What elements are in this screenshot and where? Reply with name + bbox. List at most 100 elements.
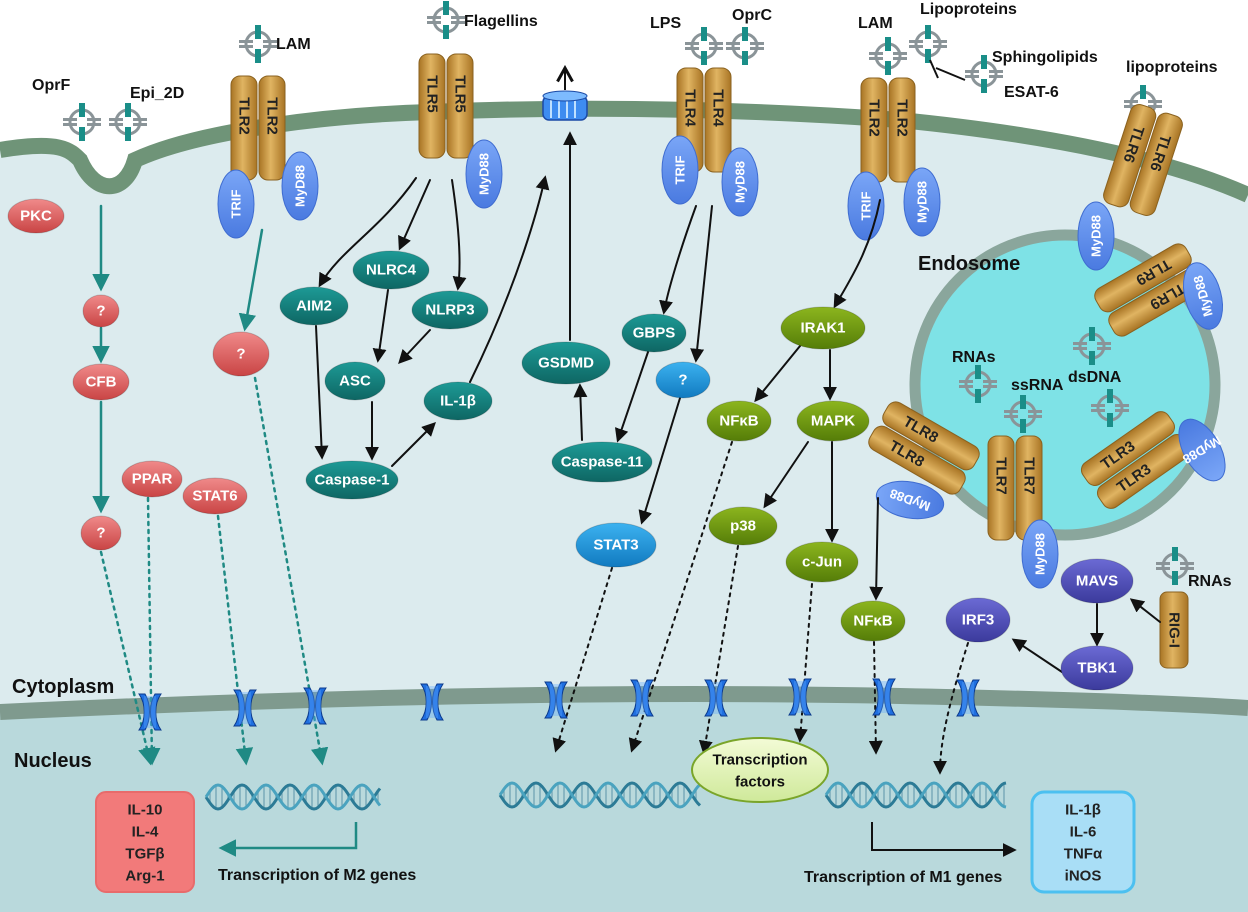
m1-gene-1: IL-1β [1065,802,1101,819]
arrow-irak1-to-nfkb [754,345,801,403]
receptor-tlr2-right-label-2: TLR2 [894,99,911,137]
node-caspase-1-label: Caspase-1 [314,472,389,489]
adaptor-myd88-2: MyD88 [465,139,503,209]
node-stat6: STAT6 [182,477,248,515]
node-stat3-label: STAT3 [593,537,638,554]
node-nlrp3-label: NLRP3 [425,302,474,319]
adaptor-trif-1: TRIF [217,169,255,239]
adaptor-myd88-7: MyD88 [875,480,945,520]
signaling-nodes: PKC?CFB?PPARSTAT6?AIM2NLRC4NLRP3ASCIL-1β… [7,198,1134,691]
adaptor-myd88-6: MyD88 [1183,262,1223,330]
arrow-gbps-to-caspase-11 [614,351,649,443]
node-irf3-label: IRF3 [962,612,995,629]
esat6-inhibition-bar [929,59,939,79]
dna-helix-icon-m1-right [824,781,1007,809]
arrow-nlrc4-to-asc [372,289,389,363]
rnas-endo-label: RNAs [952,349,996,366]
adaptor-myd88-8: MyD88 [1021,519,1059,589]
node-c-jun: c-Jun [785,541,859,583]
dna-strands [204,781,1007,811]
sphingolipids-label: Sphingolipids [992,49,1098,66]
dsdna-label: dsDNA [1068,369,1122,386]
node-unknown-3: ? [212,331,270,377]
nucleus-label: Nucleus [14,750,92,772]
ssrna-label: ssRNA [1011,377,1064,394]
arrow-tbk1-to-irf3 [1011,638,1063,673]
esat6-inhibition-line [935,67,966,81]
m1-gene-2: IL-6 [1070,824,1097,841]
arrow-tlr5-to-nlrp3 [451,179,467,291]
receptor-tlr2-left-label-2: TLR2 [264,97,281,135]
node-p38: p38 [708,506,778,546]
arrow-stat3-to-nucleus [552,567,613,753]
dna-helix-icon-m1-left [498,781,702,809]
node-nfkb-1-label: NFκB [719,413,758,430]
receptor-tlr7-label-2: TLR7 [1021,457,1038,495]
arrow-tlr4-to-unknown-4 [690,205,713,363]
node-asc: ASC [324,361,386,401]
node-cfb: CFB [72,363,130,401]
m2-transcription-arrow [218,822,358,857]
m1-output-box: IL-1β IL-6 TNFα iNOS [1030,790,1136,894]
receptor-tlr2-left-label-1: TLR2 [236,97,253,135]
node-ppar: PPAR [121,460,183,498]
endosome-label: Endosome [918,253,1020,275]
node-nlrp3: NLRP3 [411,290,489,330]
m2-gene-1: IL-10 [127,802,162,819]
node-gsdmd: GSDMD [521,341,611,385]
adaptor-myd88-4-label: MyD88 [915,181,930,223]
node-unknown-2-label: ? [96,525,105,542]
adaptor-trif-1-label: TRIF [229,190,244,219]
flagellins-label: Flagellins [464,13,538,30]
adaptor-trif-3-label: TRIF [859,192,874,221]
adaptor-myd88-9: MyD88 [1178,418,1226,482]
node-gbps-label: GBPS [633,325,676,342]
m2-gene-4: Arg-1 [125,868,164,885]
node-unknown-4-label: ? [678,372,687,389]
arrow-caspase-11-to-gsdmd [573,383,588,441]
arrow-nlrp3-to-asc [398,329,431,365]
node-asc-label: ASC [339,373,371,390]
node-caspase-11-label: Caspase-11 [561,454,644,471]
adaptor-myd88-5: MyD88 [1077,201,1115,271]
node-stat6-label: STAT6 [192,488,237,505]
arrow-tlr4-to-gbps [659,205,697,315]
adaptor-myd88-4: MyD88 [903,167,941,237]
m1-transcription-arrow [871,822,1017,857]
m1-gene-3: TNFα [1064,846,1103,863]
node-unknown-4: ? [655,361,711,399]
m1-gene-4: iNOS [1065,868,1102,885]
node-mavs-label: MAVS [1076,573,1118,590]
arrow-tlr2-to-unknown-3 [238,228,264,332]
arrow-mapk-to-p38 [763,441,809,509]
lam2-label: LAM [858,15,893,32]
node-nfkb-2-label: NFκB [853,613,892,630]
m2-gene-3: TGFβ [125,846,164,863]
node-tbk1: TBK1 [1060,645,1134,691]
adaptor-myd88-2-label: MyD88 [477,153,492,195]
node-pkc-label: PKC [20,208,52,225]
node-pkc: PKC [7,198,65,234]
node-aim2-label: AIM2 [296,298,332,315]
node-aim2: AIM2 [279,286,349,326]
m2-output-box: IL-10 IL-4 TGFβ Arg-1 [95,791,195,893]
node-gsdmd-label: GSDMD [538,355,594,372]
node-il1b: IL-1β [423,381,493,421]
node-il1b-label: IL-1β [440,393,476,410]
receptor-tlr5-label-1: TLR5 [424,75,441,113]
adaptor-myd88-3-label: MyD88 [733,161,748,203]
oprc-label: OprC [732,7,772,24]
node-mavs: MAVS [1060,558,1134,604]
arrow-tlr5-to-aim2 [318,177,417,288]
gasdermin-pore-icon [542,90,588,121]
arrow-unknown-3-to-nucleus [253,376,329,766]
node-irak1-label: IRAK1 [800,320,845,337]
arrow-il1b-to-release [469,175,550,383]
receptor-tlr4-label-2: TLR4 [710,89,727,127]
node-irf3: IRF3 [945,597,1011,643]
